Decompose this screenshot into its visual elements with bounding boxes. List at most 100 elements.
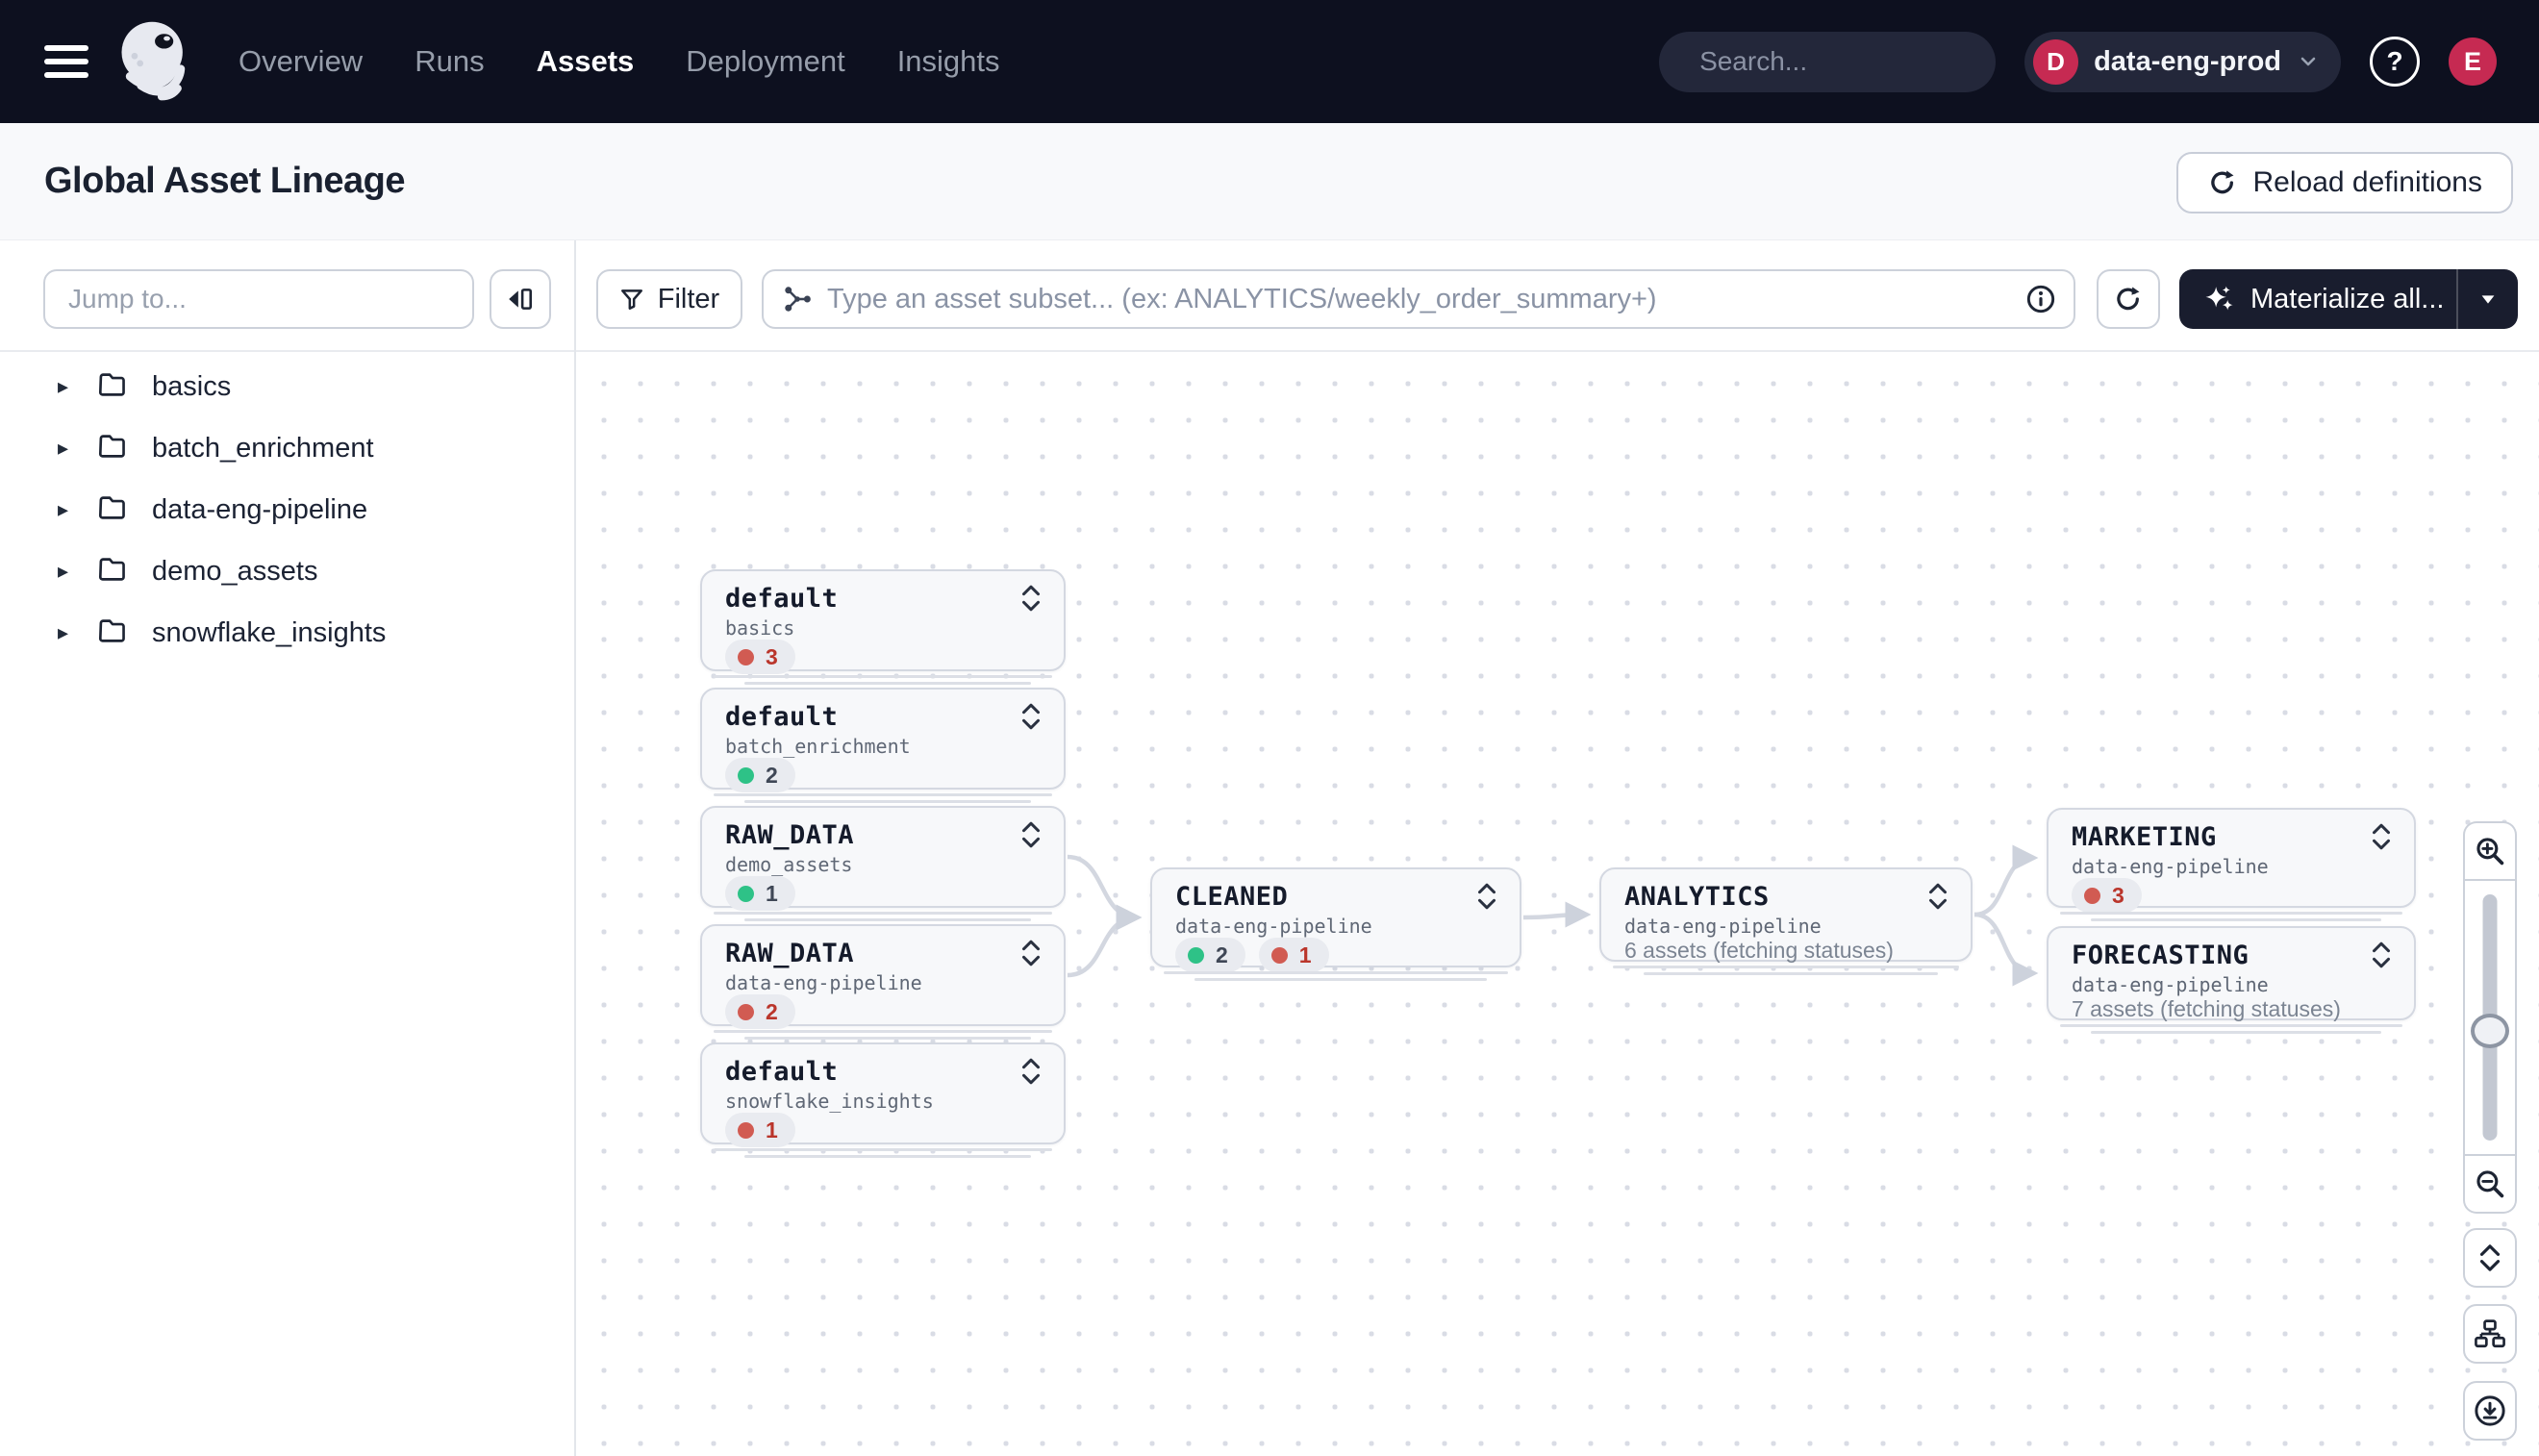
zoom-slider-thumb[interactable] [2471, 1014, 2509, 1048]
sidebar-item-demo_assets[interactable]: ▸ demo_assets [0, 540, 573, 602]
materialize-all-main[interactable]: Materialize all... [2179, 283, 2456, 315]
expand-caret-icon[interactable]: ▸ [58, 620, 69, 644]
layout-button[interactable] [2463, 1304, 2517, 1364]
download-image-button[interactable] [2463, 1381, 2517, 1441]
node-footer: 7 assets (fetching statuses) [2072, 996, 2393, 1022]
asset-subset-input[interactable] [827, 283, 2025, 315]
info-icon[interactable] [2025, 284, 2056, 314]
node-footer: 2 [725, 994, 1043, 1029]
status-badge-ok: 2 [1175, 938, 1245, 972]
expand-all-button[interactable] [2463, 1228, 2517, 1288]
folder-icon [98, 557, 125, 581]
folder-label: basics [152, 370, 232, 402]
expand-caret-icon[interactable]: ▸ [58, 497, 69, 521]
node-footer: 1 [725, 1113, 1043, 1147]
dagster-logo[interactable] [110, 15, 202, 108]
materialize-options-caret[interactable] [2458, 289, 2518, 310]
nav-right-cluster: / D data-eng-prod ? E [1659, 31, 2497, 92]
status-badge-error: 3 [725, 640, 795, 674]
nav-item-overview[interactable]: Overview [239, 44, 364, 78]
folder-icon-wrap [98, 617, 127, 649]
folder-icon [98, 372, 125, 396]
nav-item-deployment[interactable]: Deployment [686, 44, 845, 78]
reload-definitions-button[interactable]: Reload definitions [2175, 152, 2513, 213]
status-badge-error: 1 [725, 1113, 795, 1147]
collapse-sidebar-button[interactable] [490, 269, 551, 329]
repository-name: data-eng-pipeline [1624, 915, 1822, 938]
unfold-node-icon[interactable] [1019, 1057, 1043, 1086]
sidebar-item-basics[interactable]: ▸ basics [0, 356, 573, 417]
filter-button[interactable]: Filter [596, 269, 742, 329]
node-footer: 1 [725, 876, 1043, 911]
zoom-in-button[interactable] [2463, 821, 2517, 879]
nav-item-insights[interactable]: Insights [896, 44, 1000, 78]
unfold-chevrons-icon [2479, 1244, 2501, 1271]
status-dot-ok [738, 766, 754, 784]
group-name: ANALYTICS [1624, 882, 1770, 912]
sidebar-item-data-eng-pipeline[interactable]: ▸data-eng-pipeline [0, 479, 573, 540]
expand-caret-icon[interactable]: ▸ [58, 436, 69, 460]
folder-icon [98, 618, 125, 642]
status-count: 1 [766, 1117, 778, 1142]
help-icon[interactable]: ? [2370, 37, 2420, 87]
unfold-node-icon[interactable] [1019, 939, 1043, 967]
asset-graph-icon [785, 287, 811, 312]
unfold-node-icon[interactable] [1475, 882, 1498, 911]
group-name: RAW_DATA [725, 939, 855, 968]
zoom-slider[interactable] [2463, 879, 2517, 1156]
materialize-all-button[interactable]: Materialize all... [2179, 269, 2518, 329]
expand-caret-icon[interactable]: ▸ [58, 559, 69, 583]
node-header: RAW_DATA [725, 939, 1043, 968]
node-footer: 2 [725, 758, 1043, 792]
unfold-node-icon[interactable] [1926, 882, 1949, 911]
repository-name: batch_enrichment [725, 735, 911, 758]
sidebar-item-batch_enrichment[interactable]: ▸ batch_enrichment [0, 417, 573, 479]
folder-icon-wrap [98, 433, 127, 464]
unfold-node-icon[interactable] [2370, 822, 2393, 851]
nav-item-runs[interactable]: Runs [415, 44, 485, 78]
status-count: 3 [766, 643, 778, 669]
unfold-node-icon[interactable] [2370, 941, 2393, 969]
folder-label: demo_assets [152, 555, 318, 587]
org-chart-icon [2475, 1319, 2505, 1348]
unfold-node-icon[interactable] [1019, 820, 1043, 849]
page-title: Global Asset Lineage [44, 161, 406, 201]
repository-name: demo_assets [725, 853, 853, 876]
unfold-node-icon[interactable] [1019, 584, 1043, 613]
jump-to-input[interactable] [43, 269, 474, 329]
filter-label: Filter [657, 283, 720, 314]
zoom-out-button[interactable] [2463, 1156, 2517, 1214]
folder-label: batch_enrichment [152, 432, 374, 464]
node-header: CLEANED [1175, 882, 1498, 912]
folder-icon-wrap [98, 556, 127, 588]
status-dot-error [1270, 946, 1288, 964]
repository-name: basics [725, 616, 795, 640]
sidebar-item-snowflake_insights[interactable]: ▸snowflake_insights [0, 602, 573, 664]
status-badge-error: 1 [1258, 938, 1329, 972]
hamburger-menu-icon[interactable] [44, 45, 88, 78]
download-icon [2475, 1395, 2505, 1426]
status-count: 2 [766, 762, 778, 788]
chevron-down-icon [2300, 57, 2316, 66]
global-search[interactable]: / [1659, 31, 2070, 92]
nav-item-assets[interactable]: Assets [536, 44, 635, 78]
user-avatar[interactable]: E [2449, 38, 2497, 86]
node-footer: 6 assets (fetching statuses) [1624, 938, 1949, 964]
unfold-node-icon[interactable] [1019, 702, 1043, 731]
deployment-switcher[interactable]: D data-eng-prod [2024, 31, 2341, 92]
page-header: Global Asset Lineage Reload definitions [0, 123, 2539, 240]
expand-caret-icon[interactable]: ▸ [58, 374, 69, 398]
node-header: ANALYTICS [1624, 882, 1949, 912]
search-input[interactable] [1699, 46, 2048, 77]
refresh-graph-button[interactable] [2097, 269, 2160, 329]
octopus-logo-icon [121, 21, 186, 101]
